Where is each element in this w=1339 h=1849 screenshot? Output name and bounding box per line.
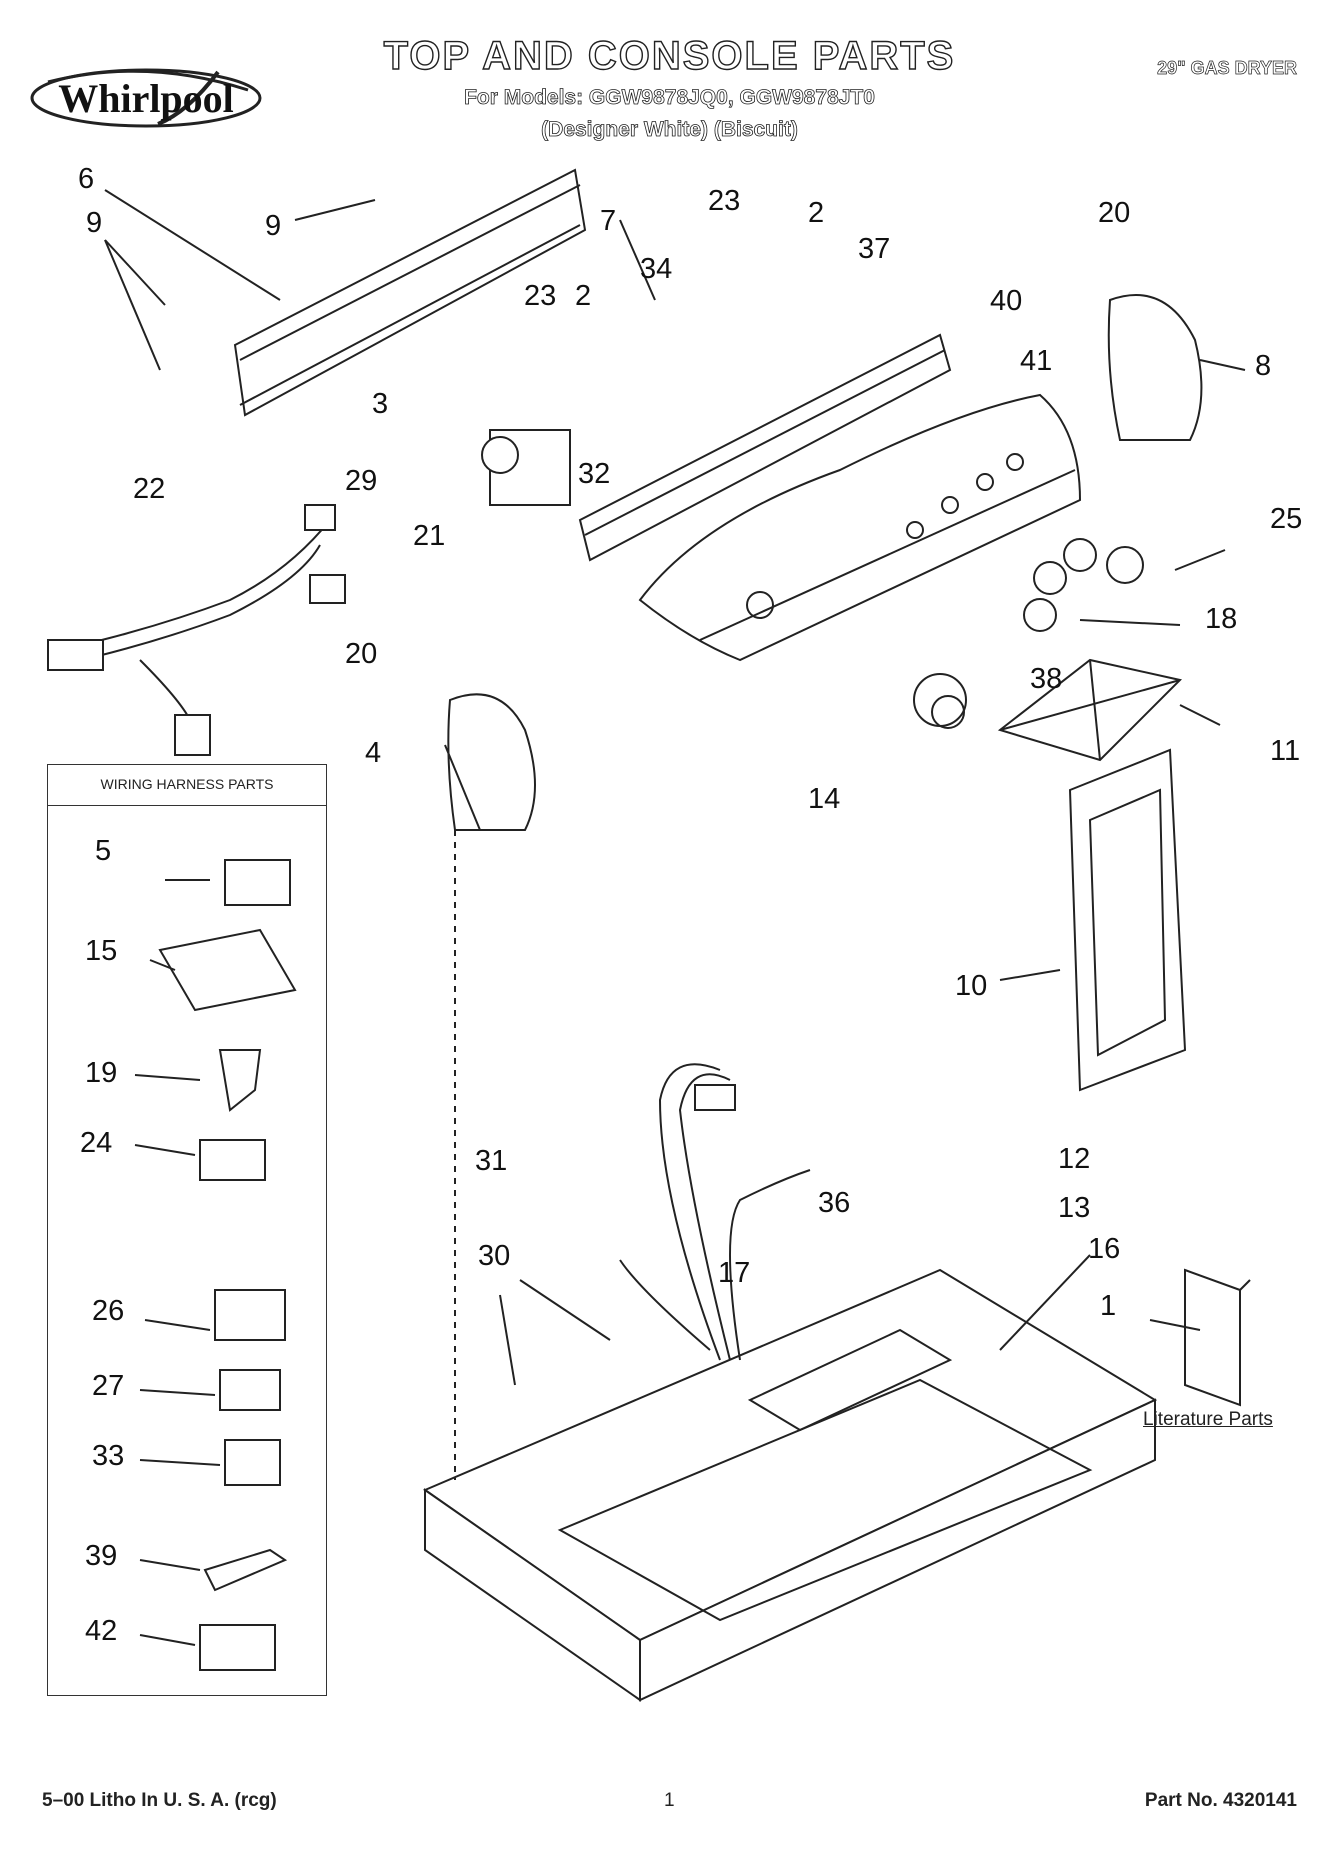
callout: 32 bbox=[578, 458, 610, 490]
colors-line: (Designer White) (Biscuit) bbox=[541, 118, 798, 142]
callout: 2 bbox=[575, 280, 591, 312]
end-cap-right bbox=[1107, 294, 1203, 441]
callout: 11 bbox=[1270, 735, 1300, 767]
callout: 41 bbox=[1020, 345, 1052, 377]
page-number: 1 bbox=[664, 1790, 675, 1811]
callout: 31 bbox=[475, 1145, 507, 1177]
callout: 27 bbox=[92, 1370, 124, 1402]
callout: 34 bbox=[640, 253, 672, 285]
page-title: TOP AND CONSOLE PARTS bbox=[383, 33, 956, 78]
callout: 29 bbox=[345, 465, 377, 497]
callout: 16 bbox=[1088, 1233, 1120, 1265]
callout: 4 bbox=[365, 737, 381, 769]
callout: 37 bbox=[858, 233, 890, 265]
callout-labels: 6 9 9 23 2 23 2 7 34 37 20 40 41 8 3 29 … bbox=[78, 163, 1302, 1647]
callout: 22 bbox=[133, 473, 165, 505]
console-backsplash bbox=[638, 393, 1082, 662]
product-label: 29" GAS DRYER bbox=[1157, 58, 1298, 79]
callout: 19 bbox=[85, 1057, 117, 1089]
part-number: Part No. 4320141 bbox=[1144, 1790, 1297, 1811]
knobs bbox=[913, 538, 1144, 729]
callout: 24 bbox=[80, 1127, 112, 1159]
end-cap-left bbox=[447, 693, 536, 831]
callout: 42 bbox=[85, 1615, 117, 1647]
footer-print-info: 5–00 Litho In U. S. A. (rcg) bbox=[42, 1790, 277, 1811]
lint-screen bbox=[997, 658, 1182, 762]
callout: 10 bbox=[955, 970, 987, 1002]
callout: 12 bbox=[1058, 1143, 1090, 1175]
wiring-harness bbox=[47, 504, 346, 756]
callout: 5 bbox=[95, 835, 111, 867]
callout: 9 bbox=[86, 207, 102, 239]
leader-lines bbox=[104, 189, 1246, 1646]
control-plate bbox=[578, 333, 952, 562]
callout: 6 bbox=[78, 163, 94, 195]
callout: 9 bbox=[265, 210, 281, 242]
callout: 7 bbox=[600, 205, 616, 237]
callout: 15 bbox=[85, 935, 117, 967]
callout: 21 bbox=[413, 520, 445, 552]
callout: 20 bbox=[345, 638, 377, 670]
harness-box-title: WIRING HARNESS PARTS bbox=[100, 776, 274, 792]
callout: 23 bbox=[708, 185, 740, 217]
callout: 25 bbox=[1270, 503, 1302, 535]
callout: 2 bbox=[808, 197, 824, 229]
callout: 23 bbox=[524, 280, 556, 312]
callout: 1 bbox=[1100, 1290, 1116, 1322]
callout: 14 bbox=[808, 783, 840, 815]
harness-part-sketches bbox=[158, 859, 297, 1671]
callout: 13 bbox=[1058, 1192, 1090, 1224]
callout: 3 bbox=[372, 388, 388, 420]
divider bbox=[47, 805, 327, 806]
lower-harness bbox=[619, 1063, 811, 1361]
callout: 18 bbox=[1205, 603, 1237, 635]
callout: 40 bbox=[990, 285, 1022, 317]
rear-panel bbox=[233, 168, 587, 417]
callout: 17 bbox=[718, 1257, 750, 1289]
callout: 33 bbox=[92, 1440, 124, 1472]
literature-parts-label: Literature Parts bbox=[1143, 1409, 1273, 1430]
top-panel bbox=[422, 1268, 1158, 1702]
models-line: For Models: GGW9878JQ0, GGW9878JT0 bbox=[464, 86, 876, 110]
lint-housing bbox=[1068, 748, 1187, 1092]
wiring-harness-parts-box bbox=[47, 764, 327, 1696]
callout: 8 bbox=[1255, 350, 1271, 382]
timer bbox=[481, 429, 571, 506]
callout: 38 bbox=[1030, 663, 1062, 695]
callout: 36 bbox=[818, 1187, 850, 1219]
literature-booklet bbox=[1184, 1268, 1251, 1407]
brand-text: Whirlpool bbox=[58, 76, 234, 121]
whirlpool-logo: Whirlpool bbox=[30, 68, 262, 128]
callout: 26 bbox=[92, 1295, 124, 1327]
callout: 20 bbox=[1098, 197, 1130, 229]
callout: 30 bbox=[478, 1240, 510, 1272]
callout: 39 bbox=[85, 1540, 117, 1572]
